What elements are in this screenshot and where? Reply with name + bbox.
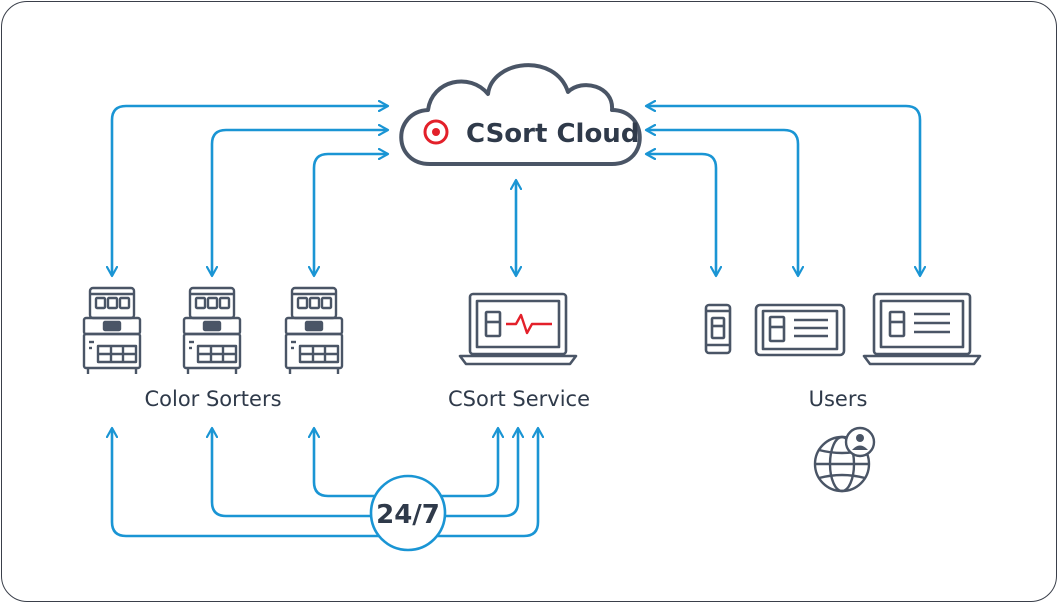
group-label-users: Users (809, 387, 868, 411)
color-sorter-icon (182, 286, 242, 374)
hub-24-7: 24/7 (369, 474, 447, 552)
arrow-sorter2-service (212, 428, 518, 518)
color-sorter-icon (82, 286, 142, 374)
arrow-sorter3-cloud (314, 154, 388, 276)
arrow-sorter1-cloud (112, 106, 388, 276)
laptop-monitor-icon (458, 292, 578, 366)
hub-label: 24/7 (376, 500, 440, 530)
phone-icon (704, 303, 732, 355)
arrow-sorter2-cloud (212, 130, 388, 276)
group-label-service: CSort Service (448, 387, 590, 411)
arrow-sorter1-service (112, 428, 538, 538)
arrow-cloud-phone (646, 154, 716, 276)
logo-icon (423, 119, 449, 145)
arrow-cloud-laptop (646, 106, 920, 276)
cloud-title: CSort Cloud (466, 119, 639, 149)
arrow-cloud-tablet (646, 130, 798, 276)
laptop-icon (862, 292, 982, 366)
group-label-sorters: Color Sorters (144, 387, 281, 411)
cloud-icon (399, 63, 642, 166)
tablet-icon (754, 303, 846, 357)
color-sorter-icon (284, 286, 344, 374)
globe-user-icon (813, 426, 876, 493)
